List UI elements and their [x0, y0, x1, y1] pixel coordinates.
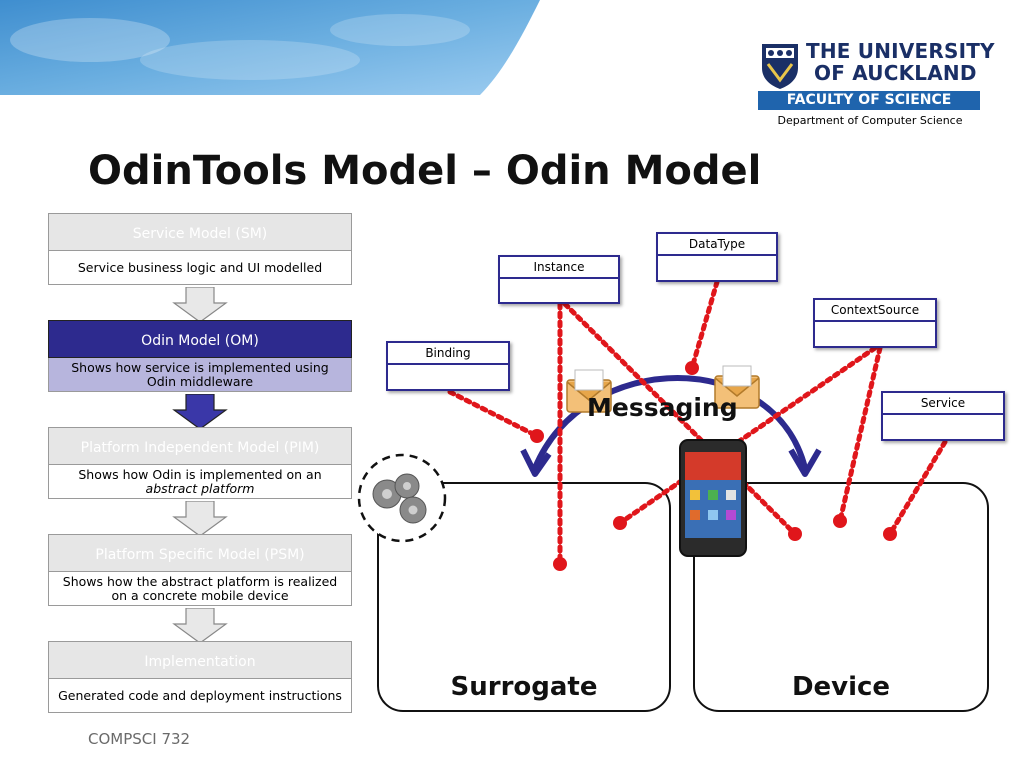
link-contextsource-device: [837, 345, 883, 524]
down-arrow-icon: [172, 394, 228, 430]
level-description-text: Shows how Odin is implemented on an: [78, 466, 322, 482]
slide-title: OdinTools Model – Odin Model: [88, 148, 762, 194]
down-arrow-icon: [172, 287, 228, 323]
link-service-device: [887, 439, 948, 537]
level-implementation: Implementation Generated code and deploy…: [48, 641, 352, 713]
device-label: Device: [791, 672, 891, 702]
link-binding-surrogate: [447, 389, 540, 439]
uml-box-title: ContextSource: [815, 300, 935, 322]
smartphone-icon: [679, 439, 747, 557]
uml-box-service: Service: [881, 391, 1005, 441]
link-endpoint: [788, 527, 802, 541]
down-arrow-icon: [172, 501, 228, 537]
uml-box-datatype: DataType: [656, 232, 778, 282]
link-contextsource-surrogate: [617, 345, 878, 526]
faculty-banner: FACULTY OF SCIENCE: [758, 91, 980, 110]
link-endpoint: [883, 527, 897, 541]
link-endpoint: [685, 361, 699, 375]
university-crest-icon: [762, 44, 798, 89]
university-logo: THE UNIVERSITY OF AUCKLAND FACULTY OF SC…: [758, 40, 995, 132]
sky-banner-image: [0, 0, 540, 95]
messaging-arc-arrow: [532, 375, 808, 471]
messaging-arrowhead-right-icon: [788, 448, 822, 477]
uml-box-instance: Instance: [498, 255, 620, 304]
level-heading: Odin Model (OM): [48, 320, 352, 358]
envelope-icon: [714, 365, 760, 409]
uml-box-title: Instance: [500, 257, 618, 279]
uml-box-title: Binding: [388, 343, 508, 365]
diagram-connectors: [357, 279, 948, 571]
link-endpoint: [530, 429, 544, 443]
course-footer: COMPSCI 732: [88, 730, 191, 748]
level-heading: Platform Specific Model (PSM): [48, 534, 352, 572]
level-description: Shows how the abstract platform is reali…: [48, 572, 352, 606]
envelope-icon: [566, 369, 612, 413]
messaging-arrowhead-left-icon: [520, 448, 552, 477]
level-service-model: Service Model (SM) Service business logi…: [48, 213, 352, 285]
level-heading: Service Model (SM): [48, 213, 352, 251]
uml-box-title: DataType: [658, 234, 776, 256]
link-datatype-messaging: [689, 279, 720, 371]
uml-box-binding: Binding: [386, 341, 510, 391]
level-description: Shows how service is implemented using O…: [48, 358, 352, 392]
level-description-emphasis: abstract platform: [145, 480, 255, 496]
messaging-label: Messaging: [587, 393, 738, 422]
level-description: Service business logic and UI modelled: [48, 251, 352, 285]
gears-outline: [357, 453, 447, 543]
link-endpoint: [553, 557, 567, 571]
level-heading: Implementation: [48, 641, 352, 679]
odin-model-diagram: Surrogate Device: [355, 228, 1024, 718]
university-name-line2: OF AUCKLAND: [814, 61, 977, 85]
university-name-line1: THE UNIVERSITY: [806, 39, 995, 63]
link-endpoint: [833, 514, 847, 528]
level-description: Generated code and deployment instructio…: [48, 679, 352, 713]
down-arrow-icon: [172, 608, 228, 644]
gears-icon: [372, 473, 427, 524]
level-odin-model: Odin Model (OM) Shows how service is imp…: [48, 320, 352, 392]
department-name: Department of Computer Science: [777, 114, 963, 127]
level-platform-independent-model: Platform Independent Model (PIM) Shows h…: [48, 427, 352, 499]
level-heading: Platform Independent Model (PIM): [48, 427, 352, 465]
uml-box-contextsource: ContextSource: [813, 298, 937, 348]
level-platform-specific-model: Platform Specific Model (PSM) Shows how …: [48, 534, 352, 606]
surrogate-label: Surrogate: [450, 672, 598, 702]
uml-box-title: Service: [883, 393, 1003, 415]
link-endpoint: [613, 516, 627, 530]
link-instance-device: [562, 301, 798, 537]
